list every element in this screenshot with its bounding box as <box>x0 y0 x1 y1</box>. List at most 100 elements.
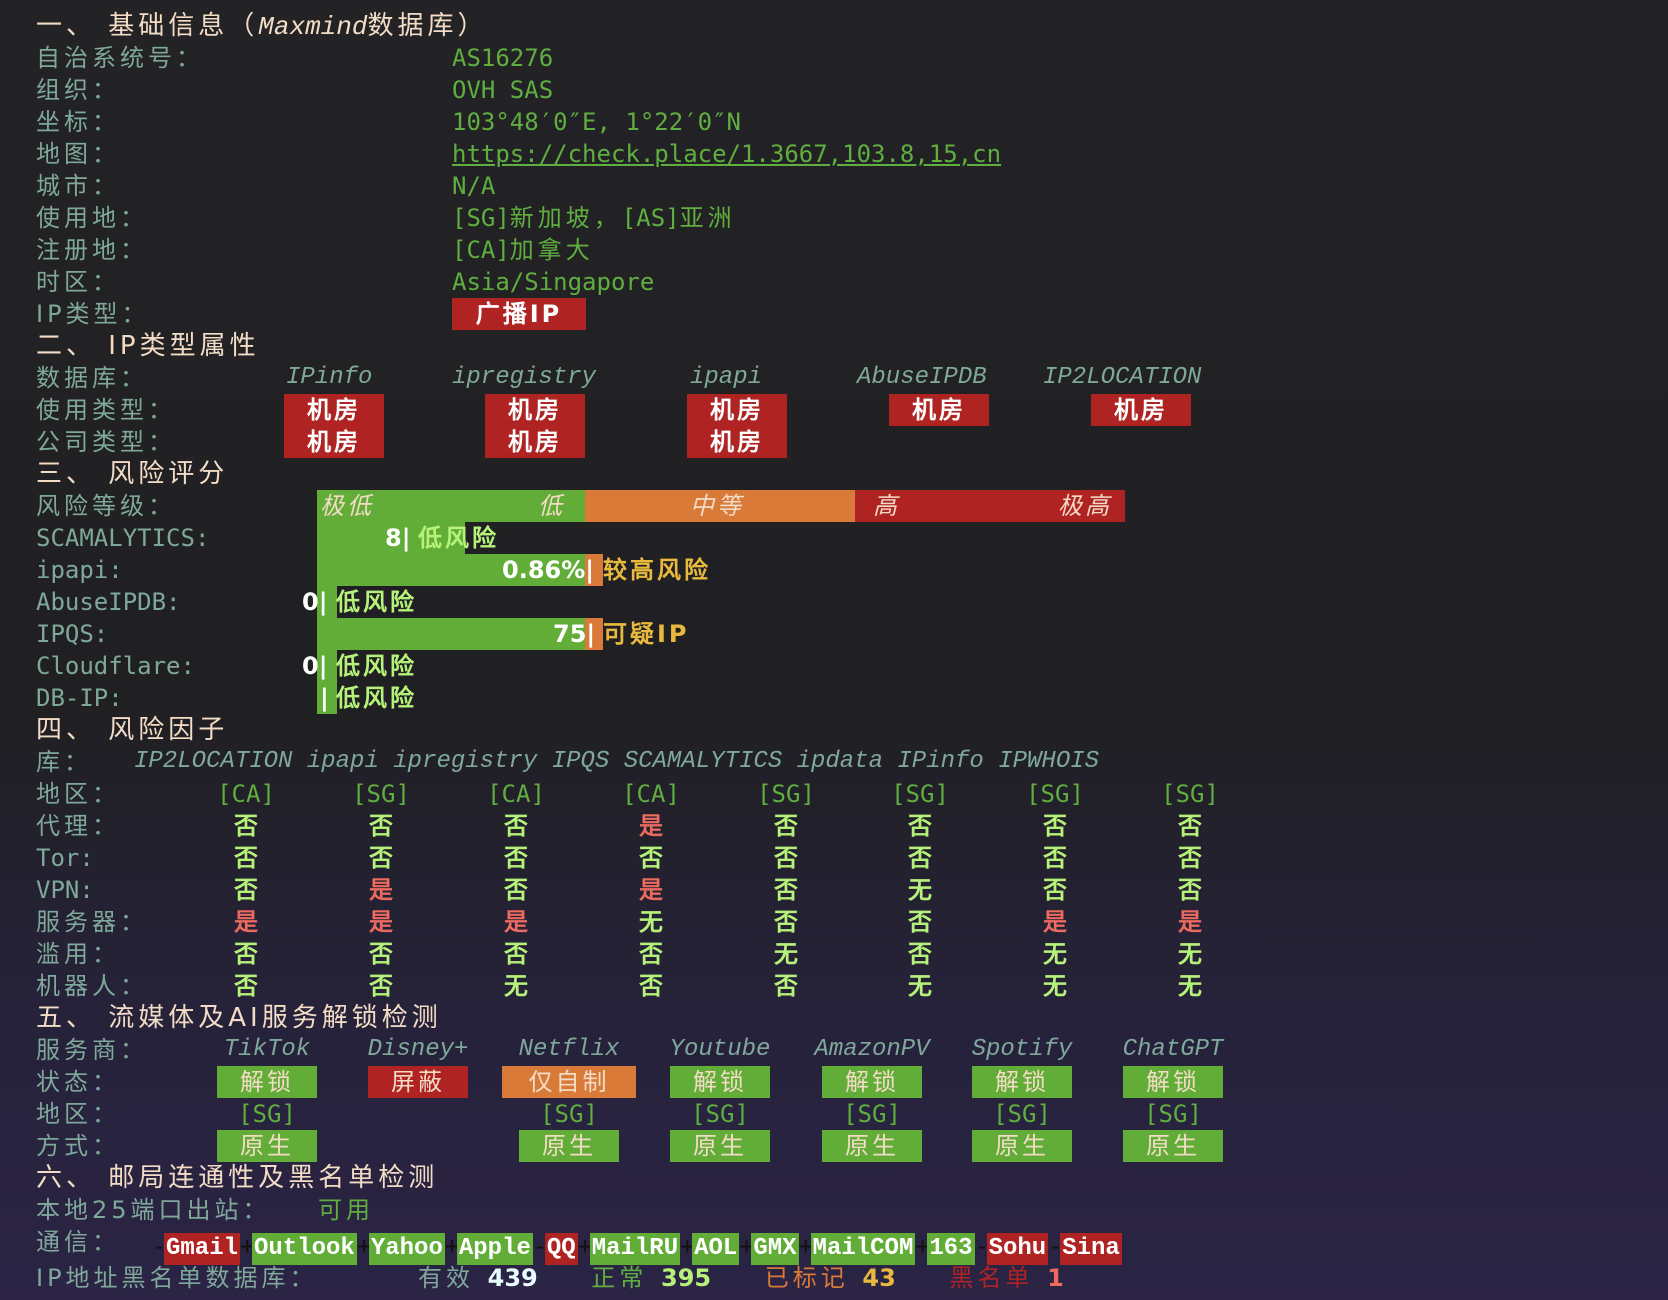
section2-title: 二、 IP类型属性 <box>36 331 260 361</box>
scamalytics-verdict: 低风险 <box>418 524 499 552</box>
library-label: 库： <box>36 748 92 776</box>
section5-title: 五、 流媒体及AI服务解锁检测 <box>36 1003 442 1033</box>
risk-factor-value: 是 <box>369 908 393 936</box>
service-name: ChatGPT <box>1122 1036 1224 1063</box>
valid-count: 439 <box>487 1264 538 1292</box>
risk-scale-medium-segment <box>585 490 855 522</box>
risk-factor-value: 无 <box>908 876 932 904</box>
comm-label: 通信： <box>36 1228 120 1256</box>
mail-provider-sohu: Sohu <box>986 1233 1049 1265</box>
db-header-ipinfo: IPinfo <box>286 364 373 391</box>
db-header-ipregistry: ipregistry <box>452 364 597 391</box>
lib-ipdata: ipdata <box>796 748 883 775</box>
timezone-label: 时区： <box>36 268 120 296</box>
asn-value: AS16276 <box>452 44 554 72</box>
blacklisted-label: 黑名单 <box>949 1264 1034 1292</box>
section1-title-text: 一、 基础信息（ <box>36 11 259 41</box>
status-label: 状态： <box>36 1068 120 1096</box>
mail-connector: + <box>240 1232 255 1260</box>
ipqs-score: 75| <box>553 620 596 648</box>
service-status-badge: 解锁 <box>670 1066 770 1098</box>
stream-region-label: 地区： <box>36 1100 120 1128</box>
risk-factor-value: 无 <box>1178 940 1202 968</box>
mail-provider-apple: Apple <box>456 1233 533 1265</box>
mail-connector: - <box>1048 1232 1063 1260</box>
risk-factor-value: 否 <box>369 972 393 1000</box>
lib-ipapi: ipapi <box>306 748 379 775</box>
region-code: [SG] <box>1026 780 1084 808</box>
tor-label: Tor: <box>36 844 94 872</box>
ipqs-label: IPQS: <box>36 620 109 648</box>
scamalytics-score: 8| <box>385 524 411 552</box>
mail-connector: + <box>915 1232 930 1260</box>
risk-factor-value: 否 <box>504 812 528 840</box>
usage-type-ip2location: 机房 <box>1091 394 1191 426</box>
scamalytics-label: SCAMALYTICS: <box>36 524 210 552</box>
risk-factor-value: 否 <box>1043 876 1067 904</box>
section6-title: 六、 邮局连通性及黑名单检测 <box>36 1163 439 1193</box>
city-label: 城市： <box>36 172 120 200</box>
mail-connector: - <box>532 1232 548 1260</box>
risk-factor-value: 否 <box>1043 844 1067 872</box>
risk-factor-value: 是 <box>639 876 663 904</box>
risk-factor-value: 否 <box>639 844 663 872</box>
risk-factor-value: 无 <box>774 940 798 968</box>
port25-value: 可用 <box>318 1196 374 1224</box>
mail-provider-gmail: Gmail <box>164 1233 241 1265</box>
risk-factor-value: 是 <box>639 812 663 840</box>
usage-location-value: [SG]新加坡，[AS]亚洲 <box>452 202 736 234</box>
usage-type-abuseipdb: 机房 <box>889 394 989 426</box>
region-code: [SG] <box>891 780 949 808</box>
region-code: [SG] <box>1161 780 1219 808</box>
ip-type-badge: 广播IP <box>452 298 586 330</box>
usage-type-ipapi: 机房 <box>687 394 787 426</box>
country-code: [SG] <box>452 204 510 232</box>
cloudflare-verdict: 低风险 <box>336 652 417 680</box>
region-code: [CA] <box>622 780 680 808</box>
org-value: OVH SAS <box>452 76 554 104</box>
risk-factor-value: 否 <box>369 812 393 840</box>
org-label: 组织： <box>36 76 120 104</box>
company-type-ipapi: 机房 <box>687 426 787 458</box>
risk-factor-value: 否 <box>234 812 258 840</box>
risk-factor-value: 是 <box>1043 908 1067 936</box>
lib-ip2location: IP2LOCATION <box>134 748 293 775</box>
dbip-label: DB-IP: <box>36 684 123 712</box>
risk-factor-value: 否 <box>504 844 528 872</box>
cloudflare-score: 0| <box>302 652 328 680</box>
risk-factor-value: 是 <box>369 876 393 904</box>
company-type-ipinfo: 机房 <box>284 426 384 458</box>
db-header-ip2location: IP2LOCATION <box>1043 364 1202 391</box>
country-code: [CA] <box>452 236 510 264</box>
region-code: [CA] <box>487 780 545 808</box>
risk-factor-value: 无 <box>1043 972 1067 1000</box>
library-headers: IP2LOCATION ipapi ipregistry IPQS SCAMAL… <box>134 746 1099 778</box>
continent-code: [AS] <box>621 204 680 232</box>
risk-factor-value: 否 <box>1043 812 1067 840</box>
registered-location-label: 注册地： <box>36 236 148 264</box>
abuseipdb-verdict: 低风险 <box>336 588 417 616</box>
service-region: [SG] <box>993 1100 1051 1128</box>
service-name: Netflix <box>518 1036 620 1063</box>
score-value: 0 <box>302 652 319 680</box>
service-status-badge: 解锁 <box>217 1066 317 1098</box>
db-header-ipapi: ipapi <box>690 364 763 391</box>
lib-ipregistry: ipregistry <box>393 748 538 775</box>
continent-name: 亚洲 <box>679 204 736 232</box>
asn-label: 自治系统号： <box>36 44 204 72</box>
abuseipdb-score: 0| <box>302 588 328 616</box>
mail-provider-sina: Sina <box>1060 1233 1122 1265</box>
mail-connector: + <box>577 1232 593 1260</box>
service-method-badge: 原生 <box>519 1130 619 1162</box>
risk-factor-value: 是 <box>504 908 528 936</box>
flagged-count: 43 <box>862 1264 896 1292</box>
risk-level-high: 高 <box>873 492 900 520</box>
normal-count: 395 <box>661 1264 712 1292</box>
normal-label: 正常 <box>591 1264 648 1292</box>
service-name: Disney+ <box>367 1036 469 1063</box>
map-link[interactable]: https://check.place/1.3667,103.8,15,cn <box>452 140 1002 168</box>
mail-provider-gmx: GMX <box>751 1233 799 1265</box>
country-name: 新加坡， <box>509 204 622 232</box>
coords-value: 103°48′0″E, 1°22′0″N <box>452 108 741 136</box>
usage-type-ipinfo: 机房 <box>284 394 384 426</box>
